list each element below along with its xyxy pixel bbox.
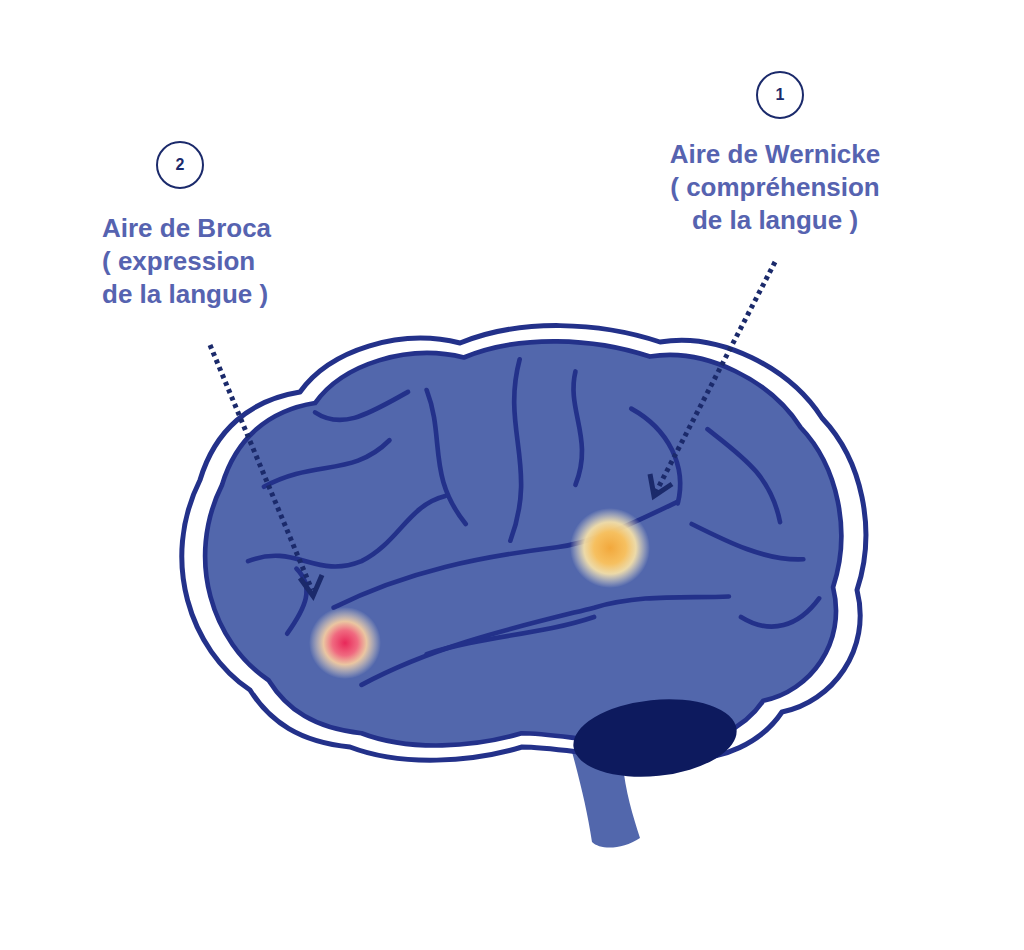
sulcus xyxy=(692,524,804,559)
area-label: Aire de Wernicke ( compréhension de la l… xyxy=(663,138,887,237)
callout-number: 2 xyxy=(176,157,185,173)
area-label-box: Aire de Wernicke ( compréhension de la l… xyxy=(663,138,887,237)
cortex xyxy=(205,341,841,745)
area-label-box: Aire de Broca ( expression de la langue … xyxy=(102,212,286,311)
sulcus xyxy=(334,502,678,608)
leader-line xyxy=(210,345,312,590)
wernicke-glow xyxy=(570,508,650,588)
sulcus xyxy=(741,598,819,626)
brain-outline xyxy=(182,326,866,761)
sulcus xyxy=(287,569,306,634)
sulcus xyxy=(427,617,594,654)
sulcus xyxy=(573,371,582,484)
callout-circle: 2 xyxy=(156,141,204,189)
sulcus xyxy=(362,597,729,685)
sulcus xyxy=(510,359,521,540)
callout-circle: 1 xyxy=(756,71,804,119)
arrow-head xyxy=(300,575,322,596)
sulcus xyxy=(708,429,781,522)
sulci xyxy=(248,359,819,685)
sulcus xyxy=(427,390,466,524)
cortex-group xyxy=(205,341,841,745)
callout-number: 1 xyxy=(776,87,785,103)
sulcus xyxy=(248,496,445,566)
arrow-head xyxy=(650,474,672,496)
area-label: Aire de Broca ( expression de la langue … xyxy=(102,212,286,311)
sulcus xyxy=(315,392,408,420)
leader-line xyxy=(656,262,775,492)
broca-glow xyxy=(309,607,381,679)
leader-arrows xyxy=(210,262,775,596)
cerebellum xyxy=(569,692,740,785)
sulcus xyxy=(264,440,390,487)
